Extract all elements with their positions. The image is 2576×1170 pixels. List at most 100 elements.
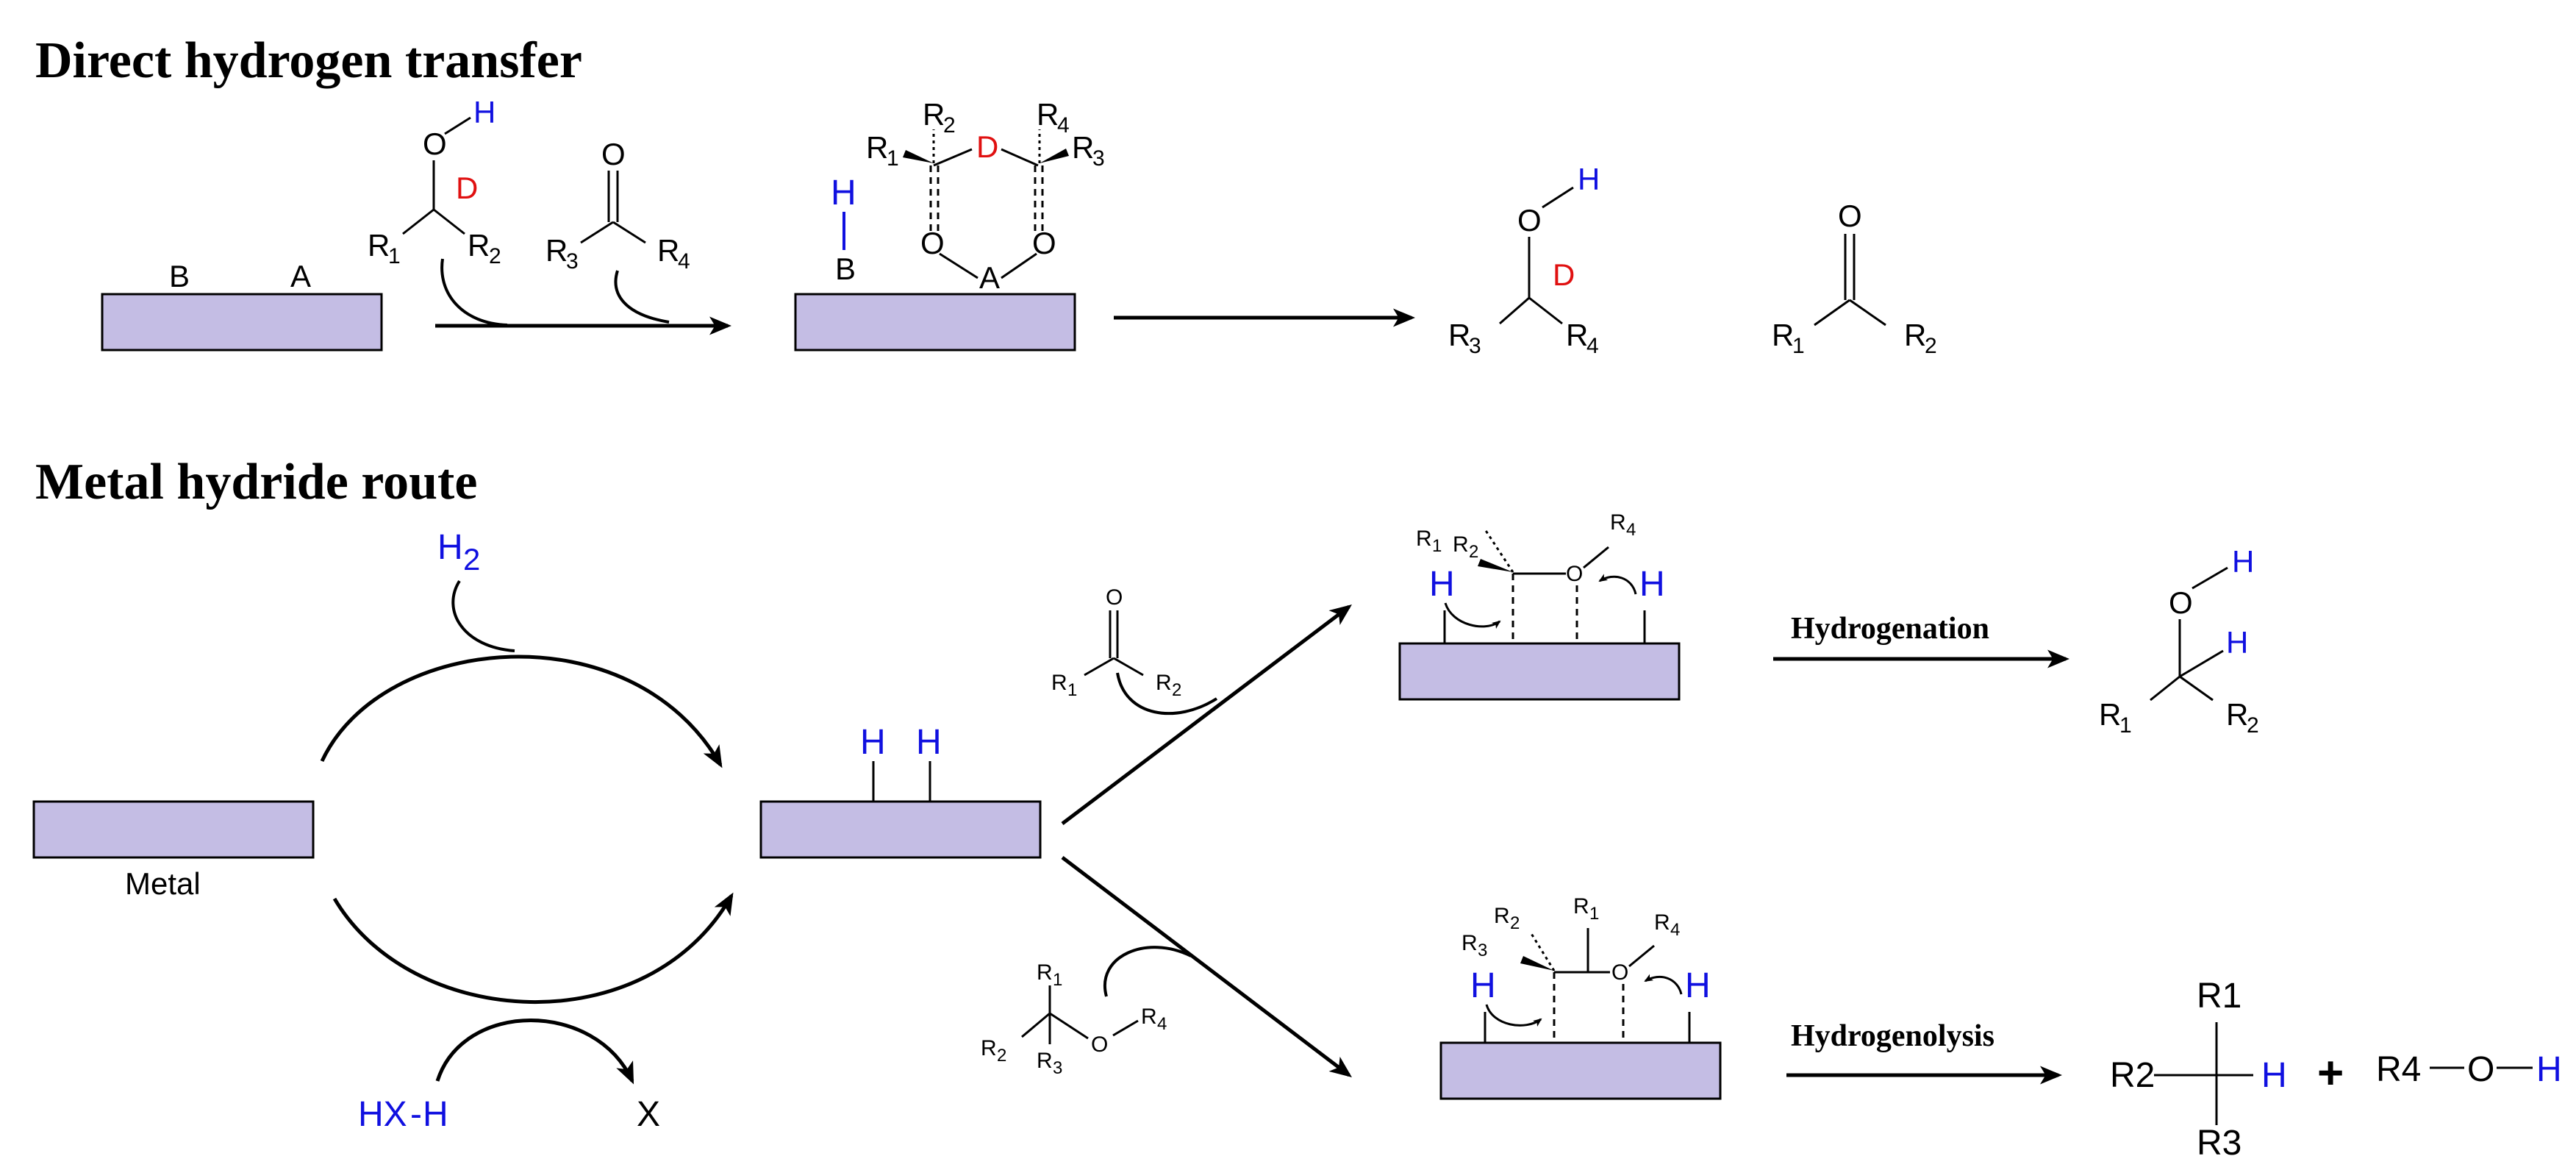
- svg-text:O: O: [2467, 1050, 2494, 1089]
- svg-text:H: H: [423, 1095, 448, 1134]
- svg-text:O: O: [1566, 562, 1583, 586]
- hxh-release-curve: [435, 1019, 634, 1085]
- svg-text:R2: R2: [2110, 1056, 2155, 1095]
- svg-text:R4: R4: [2376, 1050, 2421, 1089]
- svg-text:2: 2: [997, 1046, 1006, 1066]
- svg-text:4: 4: [1586, 334, 1599, 358]
- svg-text:2: 2: [1172, 680, 1181, 700]
- svg-text:O: O: [920, 226, 945, 260]
- svg-text:H: H: [2226, 625, 2248, 660]
- svg-text:4: 4: [1626, 520, 1636, 540]
- catalyst-surface-2: [794, 293, 1076, 352]
- h2-label: H 2: [437, 528, 480, 577]
- svg-text:H: H: [437, 528, 463, 567]
- svg-text:-: -: [410, 1095, 422, 1134]
- cycle-arrow-upper: [320, 654, 723, 768]
- svg-text:R: R: [1037, 97, 1059, 132]
- svg-text:1: 1: [1067, 680, 1077, 700]
- branch-arrow-down: [1061, 856, 1352, 1078]
- svg-text:H: H: [2232, 544, 2254, 579]
- svg-text:R: R: [2226, 697, 2248, 732]
- plus-sign: +: [2317, 1048, 2344, 1099]
- svg-text:2: 2: [943, 113, 956, 138]
- svg-text:O: O: [1611, 960, 1628, 985]
- section-title-direct: Direct hydrogen transfer: [35, 32, 582, 89]
- svg-text:R: R: [1037, 1049, 1053, 1073]
- svg-text:2: 2: [489, 244, 501, 268]
- svg-text:O: O: [1838, 199, 1862, 233]
- hxh-label: HX - H: [358, 1095, 448, 1134]
- hydrogenation-intermediate: H H O R 2 R 1 R 4: [1416, 510, 1665, 645]
- svg-text:D: D: [976, 129, 998, 164]
- svg-text:1: 1: [1053, 970, 1062, 990]
- svg-text:2: 2: [463, 542, 480, 577]
- svg-text:O: O: [1106, 585, 1123, 610]
- svg-text:R: R: [1416, 527, 1432, 551]
- svg-text:4: 4: [1057, 113, 1070, 138]
- svg-text:R: R: [1566, 318, 1588, 352]
- svg-text:O: O: [1517, 203, 1542, 238]
- svg-text:1: 1: [1792, 334, 1805, 358]
- svg-text:R: R: [866, 130, 888, 165]
- metal-label: Metal: [125, 866, 201, 901]
- hydrogenolysis-surface: [1439, 1041, 1722, 1100]
- svg-text:2: 2: [1469, 542, 1478, 562]
- svg-text:1: 1: [388, 244, 401, 268]
- svg-text:R: R: [1654, 910, 1670, 935]
- svg-text:R: R: [1448, 318, 1470, 352]
- svg-text:H: H: [2261, 1056, 2287, 1095]
- svg-text:3: 3: [1092, 146, 1105, 171]
- x-label: X: [637, 1095, 660, 1134]
- hydrogenolysis-intermediate: H H O R 2 R 1 R 3 R 4: [1461, 894, 1711, 1043]
- svg-text:R: R: [1037, 960, 1053, 985]
- site-b-label: B: [169, 259, 190, 293]
- svg-text:O: O: [1032, 226, 1056, 260]
- svg-text:R: R: [1573, 894, 1589, 918]
- svg-text:R: R: [923, 97, 945, 132]
- svg-text:R: R: [1051, 671, 1067, 695]
- svg-text:R: R: [1072, 130, 1094, 165]
- branch-arrow-up: [1061, 604, 1352, 825]
- surface-hydrides: H H: [860, 723, 942, 802]
- svg-text:H: H: [1578, 162, 1600, 196]
- svg-text:O: O: [423, 126, 447, 161]
- svg-text:R: R: [2099, 697, 2121, 732]
- svg-text:H: H: [831, 174, 856, 213]
- svg-text:3: 3: [1478, 941, 1487, 960]
- svg-text:H: H: [916, 723, 942, 762]
- hydride-surface: [759, 800, 1042, 859]
- svg-text:D: D: [456, 171, 478, 205]
- site-a-label: A: [290, 259, 311, 293]
- svg-text:H: H: [473, 95, 495, 129]
- cycle-arrow-lower: [332, 892, 734, 1004]
- svg-text:A: A: [979, 260, 1000, 295]
- deuterated-alcohol-product: O H D R 3 R 4: [1448, 162, 1600, 358]
- hydrogenolysis-alkane-product: R2 R1 R3 H: [2110, 977, 2287, 1163]
- metal-surface: [32, 800, 315, 859]
- svg-text:R: R: [1904, 318, 1926, 352]
- svg-text:H: H: [860, 723, 886, 762]
- svg-text:R: R: [657, 233, 679, 268]
- svg-text:4: 4: [1670, 920, 1680, 940]
- svg-text:R: R: [981, 1036, 997, 1060]
- svg-text:2: 2: [1510, 913, 1520, 933]
- svg-text:H: H: [1639, 565, 1665, 604]
- svg-text:4: 4: [678, 249, 690, 274]
- ketone-upper-reactant: O R 1 R 2: [1051, 585, 1181, 700]
- svg-text:O: O: [1091, 1032, 1108, 1057]
- svg-text:R: R: [1494, 904, 1510, 928]
- ketone-adsorption-curve: [1116, 672, 1218, 716]
- svg-text:2: 2: [2247, 713, 2259, 738]
- ketone-product: O R 1 R 2: [1772, 199, 1937, 358]
- ether-lower-reactant: R 1 R 2 R 3 O R 4: [981, 960, 1167, 1078]
- svg-text:4: 4: [1157, 1014, 1167, 1034]
- svg-text:R: R: [1453, 532, 1469, 557]
- svg-text:1: 1: [2119, 713, 2132, 738]
- svg-text:R: R: [1461, 931, 1478, 955]
- section-title-hydride: Metal hydride route: [35, 454, 477, 510]
- svg-text:H: H: [1685, 966, 1711, 1005]
- svg-text:H: H: [1429, 565, 1455, 604]
- svg-text:B: B: [835, 252, 856, 286]
- hydrogenation-label: Hydrogenation: [1791, 612, 1989, 646]
- svg-text:D: D: [1553, 257, 1575, 292]
